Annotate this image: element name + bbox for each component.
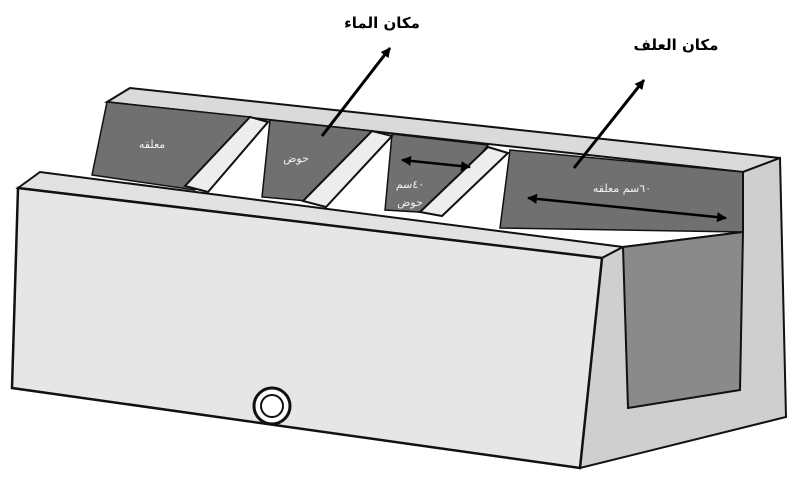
big-width-hanger-label: ٦٠سم معلقه [593,182,651,195]
water-place-label: مكان الماء [344,14,420,32]
small-width-label: ٤٠سم [396,178,424,191]
divider-3 [417,145,510,218]
small-basin-label: حوض [397,196,423,209]
end-cap-notch [621,230,745,410]
feed-place-label: مكان العلف [634,36,719,54]
small-width-arrow [401,155,471,172]
water-place-arrow [320,47,392,137]
divider-1 [183,115,270,194]
basin-label: حوض [283,152,309,165]
left-hanger-label: معلقه [139,138,165,151]
drain-hole [252,386,292,426]
feed-place-arrow [572,79,646,169]
divider-2 [301,129,394,209]
big-width-arrow [527,193,727,223]
front-face [10,186,604,470]
